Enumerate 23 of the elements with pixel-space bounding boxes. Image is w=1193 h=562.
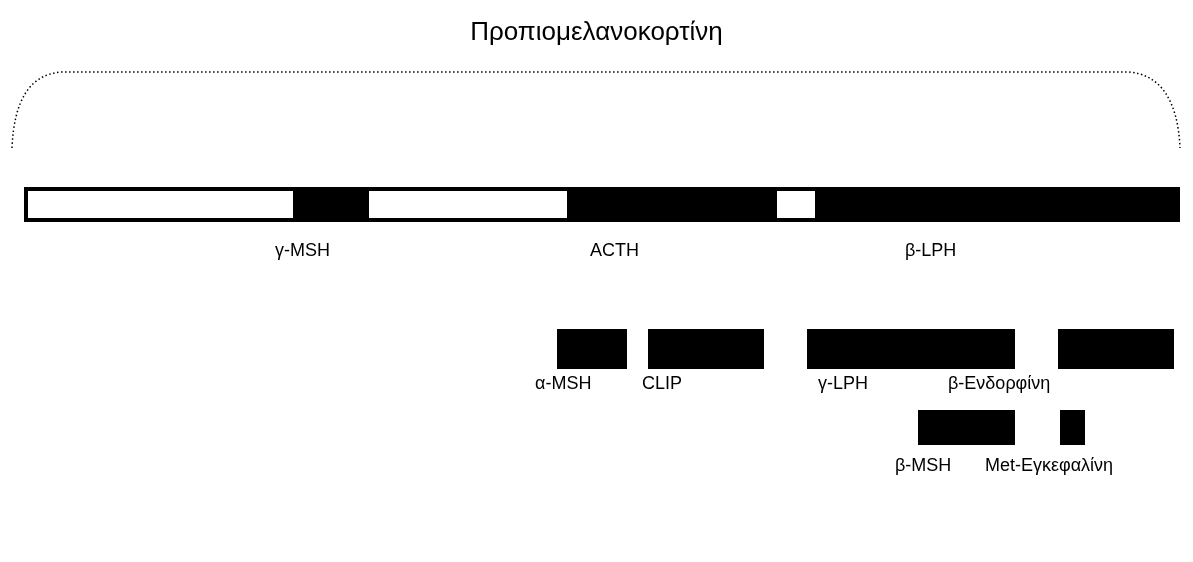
peptide-bar [817, 187, 1180, 222]
peptide-bar [648, 329, 764, 369]
peptide-bar [367, 189, 569, 220]
peptide-label: β-LPH [905, 240, 957, 261]
peptide-bar [807, 329, 1015, 369]
peptide-bar [569, 187, 775, 222]
peptide-label: β-MSH [895, 455, 952, 476]
precursor-bar [24, 187, 1180, 222]
peptide-bar [295, 187, 367, 222]
peptide-bar [26, 189, 295, 220]
peptide-label: Met-Εγκεφαλίνη [985, 455, 1114, 476]
peptide-bar [918, 410, 1015, 445]
peptide-label: γ-MSH [275, 240, 330, 261]
peptide-label: β-Ενδορφίνη [948, 373, 1051, 394]
peptide-bar [1060, 410, 1085, 445]
diagram-title: Προπιομελανοκορτίνη [470, 16, 723, 47]
peptide-bar [557, 329, 627, 369]
peptide-bar [775, 189, 817, 220]
peptide-label: CLIP [642, 373, 683, 394]
peptide-bar [1058, 329, 1174, 369]
peptide-label: α-MSH [535, 373, 592, 394]
peptide-label: γ-LPH [818, 373, 868, 394]
peptide-label: ACTH [590, 240, 639, 261]
